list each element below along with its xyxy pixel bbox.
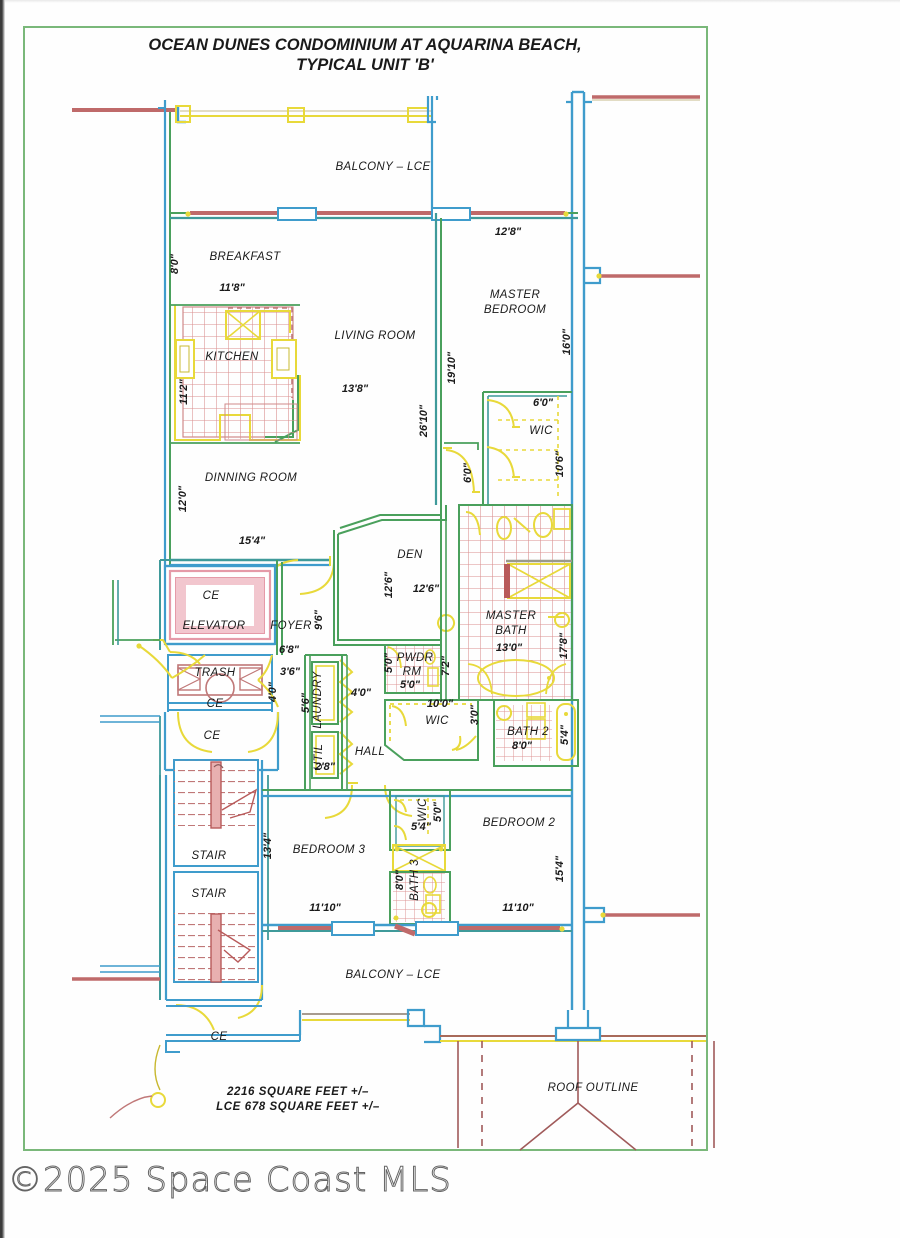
- dim-bedroom2-depth: 15'4": [554, 855, 566, 882]
- dim-dinning-width: 15'4": [239, 535, 266, 547]
- exterior-walls: [72, 90, 700, 1010]
- dim-mbr-side: 16'0": [561, 328, 573, 355]
- dim-kitchen-height: 11'2": [178, 379, 190, 405]
- scan-top-edge: [0, 0, 900, 3]
- dim-mbath-entry: 7'2": [440, 655, 452, 676]
- kitchen-area: [170, 304, 301, 444]
- room-label-utility: UTIL: [313, 744, 325, 771]
- room-label-ce-bottom: CE: [211, 1031, 228, 1043]
- dim-bath2-depth: 5'4": [559, 724, 571, 745]
- room-label-laundry: LAUNDRY: [312, 670, 324, 728]
- dim-living-depth: 26'10": [418, 404, 430, 438]
- room-label-ce-stair: CE: [204, 730, 221, 742]
- dim-wic-width: 6'0": [533, 397, 554, 409]
- title-line-1: OCEAN DUNES CONDOMINIUM AT AQUARINA BEAC…: [148, 36, 581, 54]
- scan-left-edge: [0, 0, 5, 1238]
- dim-hall-width: 4'0": [350, 687, 372, 699]
- room-label-ce-trash: CE: [207, 698, 224, 710]
- area-note-line-2: LCE 678 SQUARE FEET +/–: [216, 1101, 380, 1113]
- area-note-line-1: 2216 SQUARE FEET +/–: [226, 1086, 369, 1098]
- dim-bedroom2-width: 11'10": [502, 902, 534, 914]
- room-label-living-room: LIVING ROOM: [334, 330, 415, 342]
- dim-mbath-depth: 17'8": [558, 632, 570, 659]
- bath2-area: [493, 699, 579, 767]
- dim-breakfast-depth: 8'0": [169, 253, 181, 274]
- dim-wic3-width: 5'4": [411, 821, 432, 833]
- dim-pwdr-depth: 5'0": [383, 652, 395, 673]
- room-label-wic-master: WIC: [529, 425, 553, 437]
- room-label-ce-elevator: CE: [203, 590, 220, 602]
- dim-bath3-depth: 8'0": [394, 869, 406, 890]
- dimension-labels: 8'0" 11'8" 11'2" 13'8" 26'10" 12'0" 15'4" 12'8"…: [169, 226, 573, 914]
- room-label-bath-3: BATH 3: [409, 859, 421, 901]
- master-bedroom-walls: [440, 218, 572, 505]
- title-line-2: TYPICAL UNIT 'B': [296, 56, 435, 74]
- room-label-den: DEN: [397, 549, 423, 561]
- dim-bath2-width: 8'0": [512, 740, 533, 752]
- bedrooms-area: [262, 789, 572, 937]
- dim-mbr-depth: 19'10": [446, 351, 458, 384]
- roof-outline-group: [457, 1041, 715, 1151]
- room-label-balcony-bottom: BALCONY – LCE: [345, 969, 440, 981]
- dim-living-width: 13'8": [342, 383, 369, 395]
- room-label-bath-2: BATH 2: [507, 726, 549, 738]
- mls-watermark: ©2025 Space Coast MLS: [8, 1160, 452, 1201]
- room-label-master-bedroom-1: MASTER: [490, 289, 540, 301]
- room-label-bedroom-2: BEDROOM 2: [483, 817, 556, 829]
- area-note: 2216 SQUARE FEET +/– LCE 678 SQUARE FEET…: [216, 1086, 380, 1113]
- dim-foyer-small: 3'6": [280, 666, 301, 678]
- room-label-hall: HALL: [355, 746, 385, 758]
- room-label-wic-bedroom3: WIC: [417, 798, 429, 822]
- plan-title-group: OCEAN DUNES CONDOMINIUM AT AQUARINA BEAC…: [148, 36, 581, 74]
- laundry-utility-area: [304, 654, 413, 819]
- room-label-dinning-room: DINNING ROOM: [205, 472, 297, 484]
- room-label-stair-upper: STAIR: [191, 850, 226, 862]
- dim-wic3-depth: 5'0": [432, 801, 444, 822]
- room-label-master-bath-1: MASTER: [486, 610, 536, 622]
- stairs-area: [72, 759, 301, 1119]
- room-labels: BALCONY – LCE BREAKFAST KITCHEN LIVING ROOM…: [183, 161, 639, 1094]
- room-label-master-bedroom-2: BEDROOM: [484, 304, 546, 316]
- powder-room-area: [384, 644, 442, 694]
- room-label-master-bath-2: BATH: [495, 625, 527, 637]
- bottom-balcony: [298, 1008, 706, 1044]
- room-label-balcony-top: BALCONY – LCE: [335, 161, 430, 173]
- dim-den-width: 12'6": [413, 583, 440, 595]
- room-label-foyer: FOYER: [270, 620, 312, 632]
- room-label-kitchen: KITCHEN: [205, 351, 259, 363]
- dim-dinning-depth: 12'0": [177, 485, 189, 512]
- room-label-roof-outline: ROOF OUTLINE: [548, 1082, 639, 1094]
- page-border: [23, 26, 708, 1151]
- dim-pwdr-width: 5'0": [400, 679, 421, 691]
- dim-trash-width: 4'0": [267, 681, 279, 703]
- dim-mbath-width: 13'0": [496, 642, 523, 654]
- dim-bedroom3-width: 11'10": [309, 902, 341, 914]
- room-label-wic-hall: WIC: [425, 715, 449, 727]
- dim-laundry-width: 5'6": [300, 692, 312, 713]
- dim-den-depth: 12'6": [383, 571, 395, 598]
- room-label-stair-lower: STAIR: [191, 888, 226, 900]
- room-label-trash: TRASH: [195, 667, 236, 679]
- dim-util-width: 2'8": [314, 761, 336, 773]
- room-label-elevator: ELEVATOR: [183, 620, 246, 632]
- dim-foyer-depth: 9'6": [313, 609, 325, 630]
- dim-wic-depth: 10'6": [554, 450, 566, 477]
- dim-mbr-width: 12'8": [495, 226, 522, 238]
- room-label-powder-room-1: PWDR: [397, 652, 434, 664]
- dim-bedroom3-depth: 13'4": [262, 832, 274, 859]
- room-label-bedroom-3: BEDROOM 3: [293, 844, 366, 856]
- wic-hall-area: [384, 699, 479, 761]
- master-bath-area: [437, 504, 573, 701]
- room-label-powder-room-2: RM: [403, 666, 422, 678]
- dim-mbr-door: 6'0": [462, 462, 474, 483]
- room-label-breakfast: BREAKFAST: [209, 251, 281, 263]
- foyer-elevator-area: [100, 559, 283, 775]
- dim-wic-hall-width: 10'0": [427, 698, 454, 710]
- dim-wic-hall-depth: 3'0": [469, 704, 481, 725]
- dim-breakfast-width: 11'8": [219, 282, 245, 294]
- dim-foyer-width: 6'8": [279, 644, 300, 656]
